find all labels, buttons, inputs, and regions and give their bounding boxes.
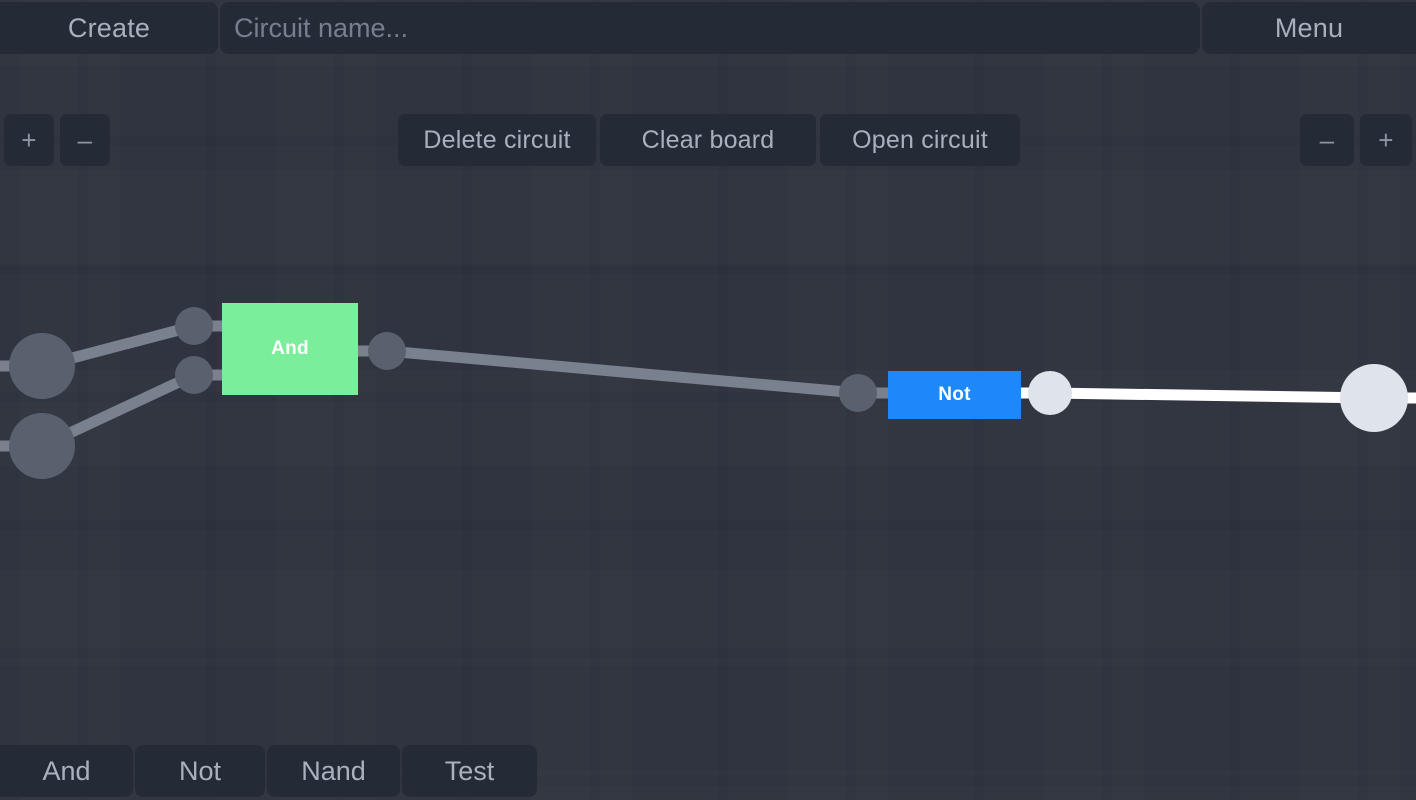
circuit-node-input-a[interactable] [9,333,75,399]
circuit-node-input-b[interactable] [9,413,75,479]
clear-board-button[interactable]: Clear board [600,114,816,166]
circuit-node-and-input-top[interactable] [175,307,213,345]
circuit-node-and-input-bot[interactable] [175,356,213,394]
open-circuit-button[interactable]: Open circuit [820,114,1020,166]
zoom-out-button-left[interactable]: – [60,114,110,166]
zoom-in-button-right[interactable]: + [1360,114,1412,166]
wire-and-to-not[interactable] [386,345,859,399]
plus-icon: + [21,125,37,155]
delete-circuit-button[interactable]: Delete circuit [398,114,596,166]
palette-gate-nand[interactable]: Nand [267,745,400,797]
gate-palette-toolbar: And Not Nand Test [0,742,1416,800]
circuit-name-input[interactable] [220,2,1200,54]
zoom-out-button-right[interactable]: – [1300,114,1354,166]
wire-layer [0,320,1416,452]
minus-icon: – [77,125,93,155]
top-toolbar-row-2: + – Delete circuit Clear board Open circ… [0,56,1416,166]
circuit-node-circuit-output[interactable] [1340,364,1408,432]
plus-icon: + [1378,125,1394,155]
create-button[interactable]: Create [0,2,218,54]
circuit-node-not-output[interactable] [1028,371,1072,415]
menu-button[interactable]: Menu [1202,2,1416,54]
palette-gate-not[interactable]: Not [135,745,265,797]
top-toolbar-row-1: Create Menu [0,0,1416,56]
circuit-gate-and[interactable]: And [222,303,358,395]
circuit-node-not-input[interactable] [839,374,877,412]
wire-not-to-output[interactable] [1049,387,1375,404]
palette-gate-test[interactable]: Test [402,745,537,797]
circuit-node-and-output[interactable] [368,332,406,370]
circuit-gate-not[interactable]: Not [888,371,1021,419]
minus-icon: – [1319,125,1335,155]
zoom-in-button-left[interactable]: + [4,114,54,166]
palette-gate-and[interactable]: And [0,745,133,797]
